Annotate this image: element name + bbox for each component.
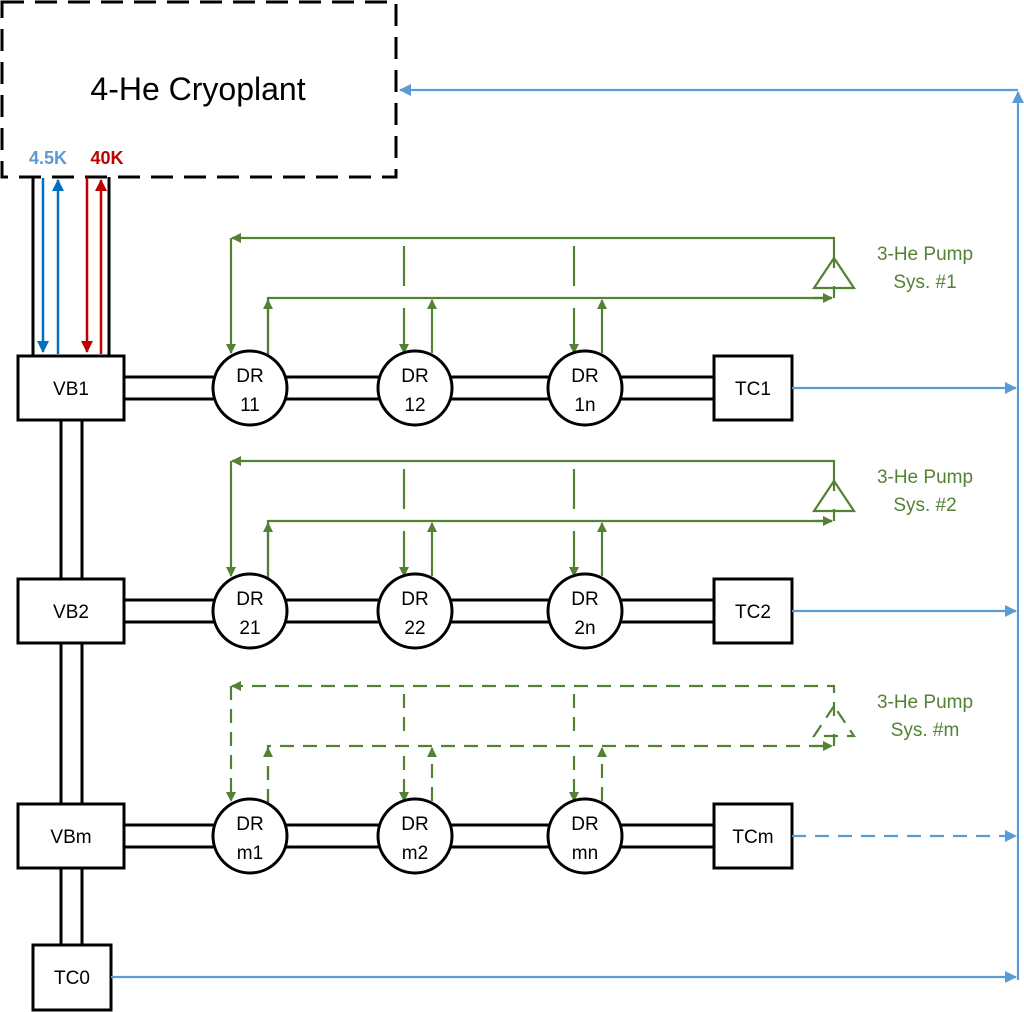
valve-box — [16, 577, 126, 645]
pump-label-line2: Sys. #m — [891, 720, 960, 741]
transfer-box-label: TCm — [732, 827, 773, 848]
pump-supply-header — [231, 233, 836, 268]
dr-label-bottom: 1n — [574, 395, 595, 416]
return-collector — [399, 84, 1024, 980]
pump-return-header — [266, 744, 832, 803]
dr-circle — [546, 349, 624, 427]
supply-label-4-5k: 4.5K — [29, 148, 67, 168]
dr-circle — [211, 572, 289, 650]
dr-label-top: DR — [571, 366, 598, 387]
valve-box-label: VB1 — [53, 379, 89, 400]
dr-label-bottom: 11 — [240, 395, 260, 416]
tc0-label: TC0 — [54, 968, 90, 989]
dilution-refrigerator: DR mn — [546, 797, 624, 875]
dr-label-top: DR — [401, 366, 428, 387]
dr-label-top: DR — [236, 814, 263, 835]
valve-box — [16, 802, 126, 870]
dr-label-bottom: m2 — [402, 843, 428, 864]
pump-return-header — [266, 296, 832, 355]
main-transfer-line — [31, 177, 111, 356]
dr-label-bottom: 22 — [404, 618, 425, 639]
pump-label-line2: Sys. #1 — [893, 272, 956, 293]
dilution-refrigerator: DR m1 — [211, 797, 289, 875]
dilution-refrigerator: DR 12 — [376, 349, 454, 427]
dilution-refrigerator: DR m2 — [376, 797, 454, 875]
valve-box — [16, 354, 126, 422]
valve-box-label: VBm — [50, 827, 91, 848]
dr-circle — [376, 572, 454, 650]
cryoplant-title: 4-He Cryoplant — [90, 71, 305, 107]
cryoplant-boundary — [0, 0, 398, 179]
dr-circle — [546, 572, 624, 650]
dr-label-top: DR — [401, 589, 428, 610]
pump-icon — [811, 256, 857, 290]
dilution-refrigerator: DR 2n — [546, 572, 624, 650]
transfer-box — [712, 802, 794, 870]
cryoplant: 4-He Cryoplant 4.5K 40K — [0, 0, 398, 179]
pump-label-line1: 3-He Pump — [877, 467, 973, 488]
dr-label-bottom: m1 — [237, 843, 263, 864]
pump-icon — [811, 704, 857, 738]
dr-label-bottom: 2n — [574, 618, 595, 639]
dilution-refrigerator: DR 11 — [211, 349, 289, 427]
pump-supply-header — [231, 681, 836, 716]
dr-circle — [546, 797, 624, 875]
dr-label-top: DR — [571, 814, 598, 835]
vertical-trunk — [59, 420, 84, 945]
pump-return-header — [266, 519, 832, 578]
dr-label-bottom: 12 — [404, 395, 425, 416]
dr-label-top: DR — [236, 589, 263, 610]
dr-label-bottom: 21 — [239, 618, 260, 639]
dr-label-top: DR — [571, 589, 598, 610]
transfer-box-label: TC1 — [735, 379, 771, 400]
dr-label-bottom: mn — [572, 843, 598, 864]
dr-label-top: DR — [401, 814, 428, 835]
pump-label-line2: Sys. #2 — [893, 495, 956, 516]
dr-circle — [376, 349, 454, 427]
dilution-refrigerator: DR 1n — [546, 349, 624, 427]
transfer-box-label: TC2 — [735, 602, 771, 623]
dr-circle — [211, 349, 289, 427]
dr-label-top: DR — [236, 366, 263, 387]
pump-label-line1: 3-He Pump — [877, 692, 973, 713]
dr-circle — [211, 797, 289, 875]
valve-box-label: VB2 — [53, 602, 89, 623]
dilution-refrigerator: DR 22 — [376, 572, 454, 650]
pump-label-line1: 3-He Pump — [877, 244, 973, 265]
pump-supply-header — [231, 456, 836, 491]
supply-label-40k: 40K — [90, 148, 123, 168]
tc0: TC0 — [31, 943, 1017, 1012]
pump-icon — [811, 479, 857, 513]
dilution-refrigerator: DR 21 — [211, 572, 289, 650]
dr-circle — [376, 797, 454, 875]
